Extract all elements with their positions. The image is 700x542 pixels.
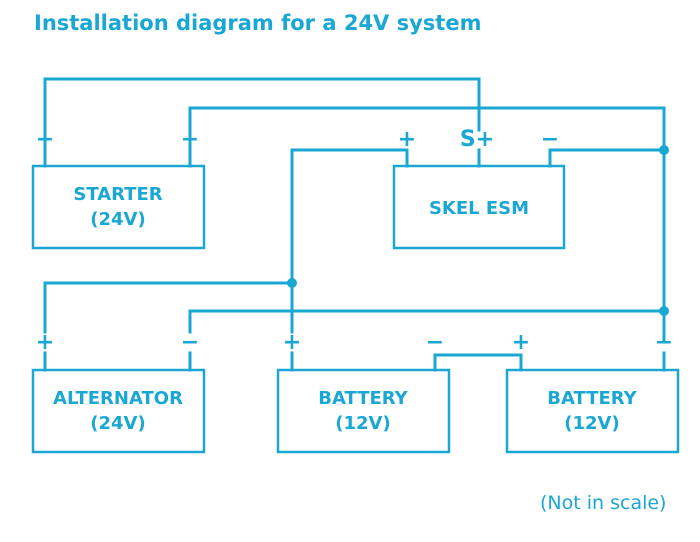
battery-2-plus-terminal: + [512,330,530,355]
battery-2-box [505,368,680,454]
battery-1-voltage: (12V) [335,413,390,434]
battery-2-label: BATTERY [547,388,637,409]
starter-plus-terminal: + [36,127,54,152]
wire-starter-minus-to-ground [188,106,666,343]
scale-note: (Not in scale) [540,492,667,514]
alternator-box [31,368,206,454]
battery-1-label: BATTERY [318,388,408,409]
alternator-plus-terminal: + [36,330,54,355]
battery-1-box [276,368,451,454]
battery-2-minus-terminal: − [655,330,673,355]
battery-2-voltage: (12V) [564,413,619,434]
wire-alternator-plus-to-bus [43,281,294,334]
junction-dot [659,145,669,155]
starter-box [31,164,206,250]
junction-dot [659,306,669,316]
battery-1-minus-terminal: − [426,330,444,355]
esm-label: SKEL ESM [429,198,529,219]
wire-esm-minus-to-ground [548,148,666,168]
esm-plus-terminal: + [398,127,416,152]
junction-dot [287,278,297,288]
alternator-voltage: (24V) [90,413,145,434]
wire-starter-plus-to-esm-sense [43,77,481,168]
alternator-minus-terminal: − [181,330,199,355]
diagram-title: Installation diagram for a 24V system [34,11,482,35]
wire-esm-plus-to-bus [290,148,409,334]
wire-battery-series-link [433,353,523,372]
battery-1-plus-terminal: + [283,330,301,355]
starter-minus-terminal: − [181,127,199,152]
esm-sense-plus-terminal: S+ [460,127,494,152]
starter-voltage: (24V) [90,209,145,230]
wire-alternator-minus-to-ground [188,309,666,334]
esm-minus-terminal: − [541,127,559,152]
starter-label: STARTER [73,184,162,205]
alternator-label: ALTERNATOR [53,388,183,409]
